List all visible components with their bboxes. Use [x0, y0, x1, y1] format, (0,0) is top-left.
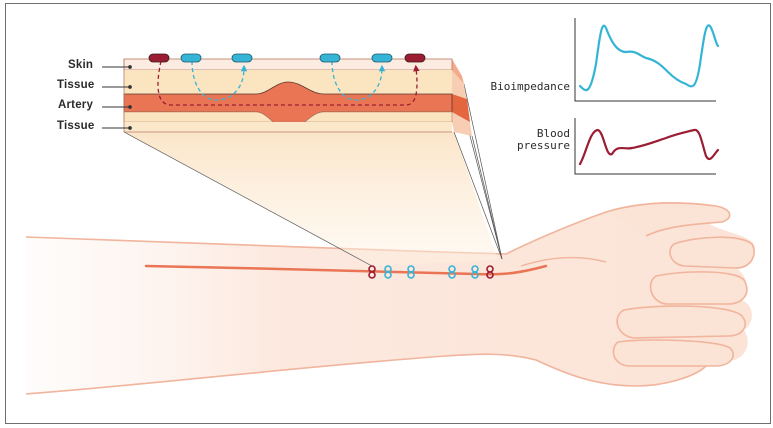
finger-little: [612, 339, 734, 367]
tissue-base: [124, 122, 452, 132]
bioimpedance-waveform: [578, 24, 720, 92]
section-side-skin: [452, 59, 464, 84]
layer-leader-lines: [102, 65, 132, 130]
blood-pressure-graph: [574, 118, 720, 175]
sensing-electrode-1: [180, 53, 202, 63]
layer-label-skin: Skin: [68, 59, 94, 71]
forearm-silhouette: [26, 202, 756, 394]
blood-pressure-label-line1: Blood: [536, 127, 570, 140]
figure-frame: Skin Tissue Artery Tissue Bioimpedance B…: [5, 3, 771, 424]
finger-index: [669, 236, 755, 269]
bioimpedance-label: Bioimpedance: [490, 80, 570, 93]
wrist-current-electrode-left: [368, 265, 376, 279]
layer-label-artery: Artery: [58, 99, 94, 111]
blood-pressure-axes: [574, 118, 716, 175]
arm-illustration: [25, 202, 756, 395]
current-path: [157, 60, 420, 106]
thumb: [605, 202, 731, 237]
finger-ring: [616, 305, 746, 339]
layer-label-tissue-bottom: Tissue: [57, 120, 95, 132]
sensing-electrode-3: [319, 53, 341, 63]
wrist-sensing-electrode-3: [448, 265, 456, 279]
blood-pressure-label: Blood pressure: [482, 128, 570, 152]
blood-pressure-label-line2: pressure: [517, 139, 570, 152]
current-electrode-right: [404, 53, 426, 63]
wrist-sensing-electrode-1: [384, 265, 392, 279]
layer-label-tissue-top: Tissue: [57, 79, 95, 91]
wrist-sensing-electrode-2: [407, 265, 415, 279]
skin-layer: [123, 58, 453, 71]
wrist-current-electrode-right: [486, 265, 494, 279]
radial-artery: [144, 264, 548, 276]
section-side-artery: [452, 94, 470, 122]
bioimpedance-graph: [574, 18, 720, 102]
finger-middle: [649, 271, 748, 305]
zoom-cone: [123, 58, 503, 267]
current-electrode-left: [148, 53, 170, 63]
wrist-electrodes: [368, 265, 494, 279]
tissue-cross-section: [123, 53, 472, 136]
bioimpedance-axes: [574, 18, 716, 102]
sensing-loop-right: [331, 60, 386, 101]
sensing-electrode-2: [231, 53, 253, 63]
sensing-loop-left: [191, 60, 248, 101]
forearm-bottom-outline: [25, 353, 707, 395]
wrist-sensing-electrode-4: [471, 265, 479, 279]
blood-pressure-waveform: [578, 128, 720, 166]
diagram-canvas: [25, 18, 756, 395]
palm-crease: [520, 256, 607, 267]
sensing-electrode-4: [371, 53, 393, 63]
